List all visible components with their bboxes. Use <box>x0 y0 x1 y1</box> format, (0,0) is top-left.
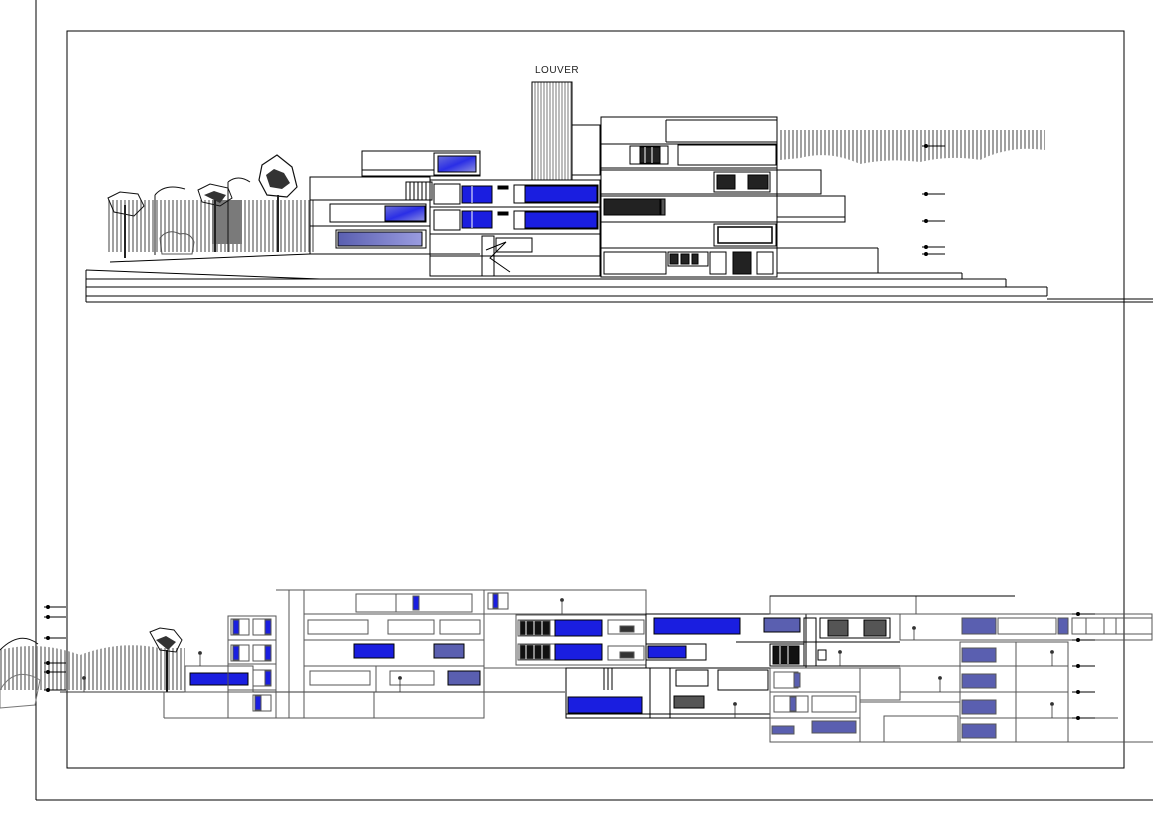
building-right <box>600 116 962 278</box>
section-right-central <box>565 595 1015 719</box>
section-landscape-left <box>0 605 185 709</box>
louver-tower: LOUVER <box>531 65 601 181</box>
building-left-wing <box>309 150 481 255</box>
landscape-left <box>106 154 314 263</box>
lower-section <box>0 589 1153 743</box>
section-left-block <box>60 589 646 719</box>
section-right-block <box>769 612 1153 743</box>
upper-elevation: LOUVER <box>85 65 1153 303</box>
landscape-right <box>780 130 1045 256</box>
ground-terraces <box>85 269 1153 303</box>
section-central-block <box>483 589 647 669</box>
level-markers <box>922 144 945 256</box>
building-central <box>429 179 601 277</box>
louver-label: LOUVER <box>535 65 579 76</box>
inner-frame <box>66 30 1125 769</box>
scale-figures <box>82 598 1054 718</box>
